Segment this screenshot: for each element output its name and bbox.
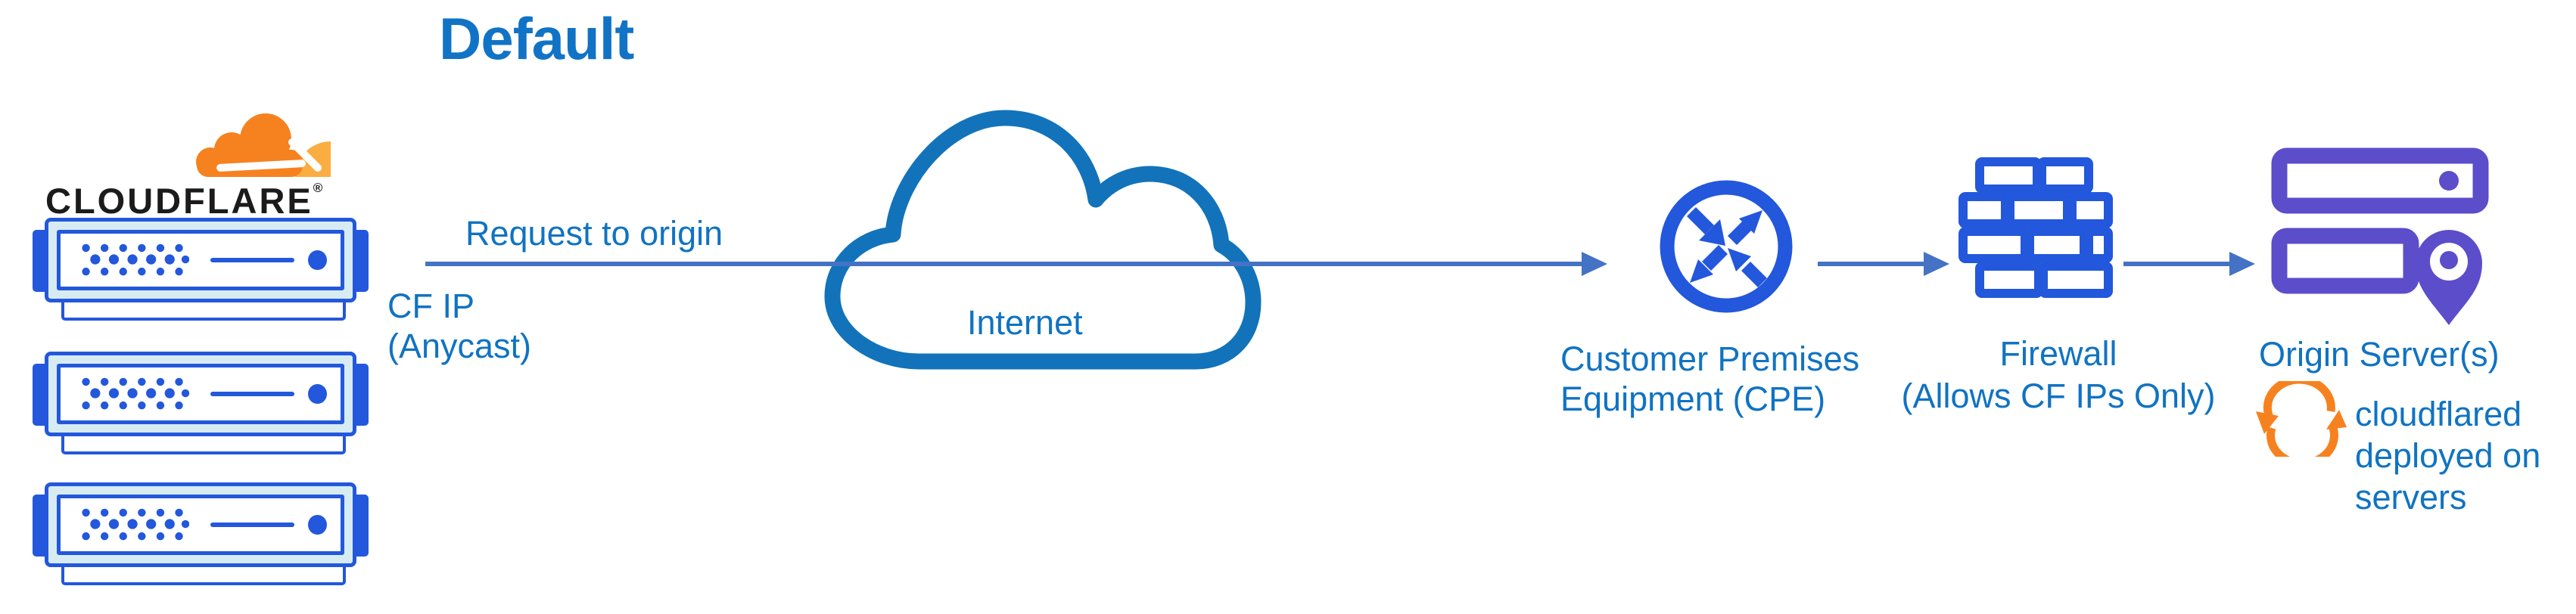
firewall-to-origin-line xyxy=(2123,262,2232,266)
firewall-label-line2: (Allows CF IPs Only) xyxy=(1901,377,2216,415)
firewall-label-line1: Firewall xyxy=(1999,334,2117,373)
server-panel xyxy=(57,364,344,424)
cpe-to-firewall-line xyxy=(1818,262,1927,266)
request-flow-arrowhead-icon xyxy=(1582,252,1607,276)
server-panel xyxy=(57,230,344,290)
cloudflared-note-line2: deployed on xyxy=(2355,436,2541,475)
cf-ip-anycast-label: CF IP (Anycast) xyxy=(387,286,531,366)
server-slot xyxy=(210,392,295,396)
cloudflared-note: cloudflared deployed on servers xyxy=(2355,393,2540,518)
request-flow-line xyxy=(425,262,1583,266)
server-led xyxy=(2439,171,2459,191)
server-body xyxy=(45,218,356,302)
cloudflare-logo-cloud-icon xyxy=(196,113,331,177)
cloudflared-note-line1: cloudflared xyxy=(2355,395,2522,433)
server-panel xyxy=(57,495,344,555)
origin-server-icon xyxy=(2271,147,2489,325)
server-vents-icon xyxy=(82,508,189,541)
internet-label: Internet xyxy=(967,303,1083,342)
server-body xyxy=(45,482,356,567)
location-pin-icon xyxy=(2416,230,2482,325)
server-vents-icon xyxy=(82,377,189,410)
cpe-router-icon xyxy=(1660,180,1793,313)
cf-ip-label-line2: (Anycast) xyxy=(387,327,532,365)
cloudflare-wordmark: CLOUDFLARE® xyxy=(45,181,323,221)
origin-server-label: Origin Server(s) xyxy=(2259,335,2500,374)
firewall-brick-icon xyxy=(1958,157,2113,298)
request-to-origin-label: Request to origin xyxy=(465,214,723,253)
server-slot xyxy=(210,258,295,262)
cloudflared-sync-icon xyxy=(2256,381,2347,457)
server-body xyxy=(45,352,356,436)
edge-server-icon xyxy=(33,352,369,454)
edge-server-icon xyxy=(33,482,369,585)
server-led xyxy=(308,250,327,270)
server-slot xyxy=(210,523,295,527)
cpe-label: Customer Premises Equipment (CPE) xyxy=(1560,339,1859,419)
server-led xyxy=(308,384,327,404)
internet-cloud-icon xyxy=(824,110,1262,370)
cf-ip-label-line1: CF IP xyxy=(387,287,475,325)
diagram-title: Default xyxy=(439,5,634,72)
cpe-label-line2: Equipment (CPE) xyxy=(1560,380,1826,418)
server-vents-icon xyxy=(82,243,189,276)
cpe-label-line1: Customer Premises xyxy=(1560,340,1860,378)
server-led xyxy=(308,515,327,535)
firewall-to-origin-arrowhead-icon xyxy=(2229,252,2255,276)
registered-trademark: ® xyxy=(313,181,323,195)
edge-server-icon xyxy=(33,218,369,321)
cloudflared-note-line3: servers xyxy=(2355,478,2467,516)
firewall-label: Firewall (Allows CF IPs Only) xyxy=(1869,333,2248,417)
cpe-to-firewall-arrowhead-icon xyxy=(1924,252,1949,276)
